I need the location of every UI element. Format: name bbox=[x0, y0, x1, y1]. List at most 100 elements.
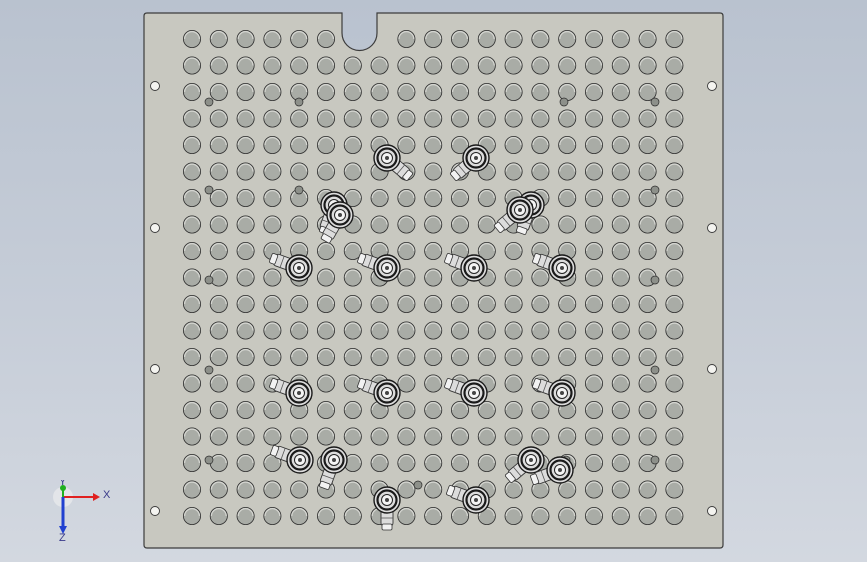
grid-hole bbox=[450, 29, 469, 49]
grid-hole-rim bbox=[558, 188, 577, 207]
pneumatic-fitting[interactable] bbox=[504, 446, 545, 484]
grid-hole-rim bbox=[209, 506, 228, 525]
grid-hole bbox=[665, 162, 684, 181]
grid-hole bbox=[665, 374, 684, 393]
grid-hole-rim bbox=[424, 83, 443, 102]
grid-hole-highlight bbox=[559, 31, 576, 40]
pneumatic-fitting[interactable] bbox=[532, 377, 576, 407]
pneumatic-fitting[interactable] bbox=[269, 252, 313, 282]
grid-hole-rim bbox=[611, 427, 630, 446]
grid-hole-rim bbox=[477, 188, 496, 207]
grid-hole-rim bbox=[638, 321, 657, 340]
grid-hole bbox=[290, 506, 309, 525]
grid-hole-highlight bbox=[478, 31, 495, 40]
grid-hole bbox=[236, 109, 255, 128]
grid-hole-highlight bbox=[505, 349, 522, 358]
grid-hole bbox=[477, 321, 496, 340]
grid-hole bbox=[611, 135, 630, 154]
grid-hole-rim bbox=[611, 294, 630, 313]
pneumatic-fitting[interactable] bbox=[373, 144, 414, 182]
grid-hole-highlight bbox=[184, 322, 200, 331]
grid-hole bbox=[263, 506, 282, 525]
pneumatic-fittings[interactable] bbox=[269, 144, 576, 531]
grid-hole-highlight bbox=[612, 216, 629, 225]
grid-hole-highlight bbox=[291, 31, 308, 40]
fitting-elbow-band bbox=[367, 256, 373, 268]
pneumatic-fitting[interactable] bbox=[493, 196, 534, 234]
grid-hole-highlight bbox=[398, 57, 415, 66]
fitting-bore bbox=[518, 208, 522, 212]
grid-hole-highlight bbox=[666, 243, 683, 252]
grid-hole bbox=[343, 400, 362, 419]
grid-hole-rim bbox=[424, 135, 443, 154]
pneumatic-fitting[interactable] bbox=[373, 486, 401, 531]
grid-hole-rim bbox=[182, 453, 201, 472]
grid-hole bbox=[450, 56, 469, 75]
grid-hole-highlight bbox=[237, 375, 254, 384]
grid-hole-rim bbox=[209, 188, 228, 207]
pneumatic-fitting[interactable] bbox=[444, 252, 488, 282]
pneumatic-fitting[interactable] bbox=[320, 201, 354, 244]
grid-hole-rim bbox=[504, 347, 523, 366]
grid-hole bbox=[316, 427, 335, 446]
grid-hole-highlight bbox=[371, 216, 388, 225]
grid-hole-highlight bbox=[639, 296, 656, 305]
grid-hole-highlight bbox=[612, 428, 629, 437]
grid-hole-highlight bbox=[505, 31, 522, 40]
grid-hole-rim bbox=[424, 506, 443, 525]
grid-hole bbox=[665, 29, 684, 49]
grid-hole-highlight bbox=[398, 243, 415, 252]
pneumatic-fitting[interactable] bbox=[270, 444, 314, 474]
grid-hole bbox=[611, 83, 630, 102]
grid-hole bbox=[611, 480, 630, 499]
grid-hole bbox=[209, 400, 228, 419]
grid-hole bbox=[182, 294, 201, 313]
fitting-elbow-tip bbox=[357, 378, 367, 390]
grid-hole bbox=[611, 400, 630, 419]
grid-hole-highlight bbox=[505, 190, 522, 199]
grid-hole bbox=[504, 241, 523, 260]
grid-hole bbox=[450, 453, 469, 472]
grid-hole-rim bbox=[263, 162, 282, 181]
fitting-elbow-tip bbox=[450, 169, 461, 181]
grid-hole-highlight bbox=[371, 84, 388, 93]
grid-hole-rim bbox=[504, 294, 523, 313]
grid-hole-rim bbox=[343, 480, 362, 499]
base-plate[interactable] bbox=[143, 12, 724, 549]
grid-hole bbox=[209, 374, 228, 393]
pneumatic-fitting[interactable] bbox=[357, 252, 401, 282]
fitting-ring bbox=[376, 382, 398, 404]
grid-hole-rim bbox=[209, 400, 228, 419]
grid-hole-highlight bbox=[237, 402, 254, 411]
pneumatic-fitting[interactable] bbox=[357, 377, 401, 407]
grid-hole-highlight bbox=[639, 375, 656, 384]
fitting-elbow-tip bbox=[269, 378, 279, 390]
grid-hole-rim bbox=[236, 427, 255, 446]
grid-hole bbox=[424, 29, 443, 49]
grid-hole-highlight bbox=[612, 137, 629, 146]
grid-hole-highlight bbox=[237, 110, 254, 119]
grid-hole bbox=[370, 453, 389, 472]
pneumatic-fitting[interactable] bbox=[532, 252, 576, 282]
grid-hole-rim bbox=[263, 321, 282, 340]
grid-hole-rim bbox=[316, 109, 335, 128]
grid-hole bbox=[316, 400, 335, 419]
pneumatic-fitting[interactable] bbox=[318, 446, 348, 490]
small-hole bbox=[204, 365, 214, 375]
grid-hole-highlight bbox=[318, 137, 334, 146]
pneumatic-fitting[interactable] bbox=[444, 377, 488, 407]
grid-hole-rim bbox=[611, 83, 630, 102]
grid-hole bbox=[558, 480, 577, 499]
grid-hole-highlight bbox=[532, 110, 549, 119]
pneumatic-fitting[interactable] bbox=[449, 144, 490, 182]
pneumatic-fitting[interactable] bbox=[446, 484, 490, 514]
grid-hole-rim bbox=[638, 83, 657, 102]
grid-hole-highlight bbox=[237, 243, 254, 252]
grid-hole bbox=[665, 480, 684, 499]
grid-hole-rim bbox=[611, 374, 630, 393]
pneumatic-fitting[interactable] bbox=[269, 377, 313, 407]
pneumatic-fitting[interactable] bbox=[530, 456, 574, 486]
grid-hole-highlight bbox=[452, 428, 468, 437]
grid-hole bbox=[182, 135, 201, 154]
